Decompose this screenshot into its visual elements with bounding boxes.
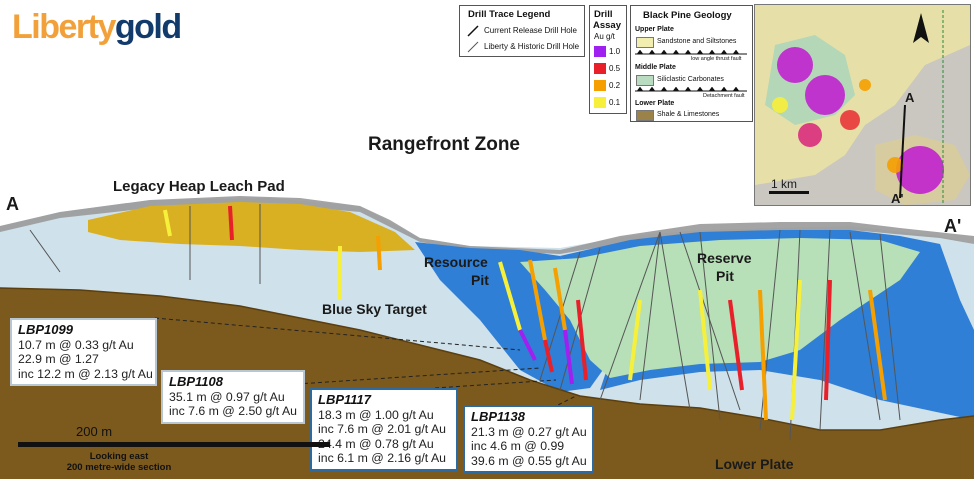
assay-swatch-0-2 bbox=[594, 80, 606, 91]
drill-traces-historic bbox=[29, 204, 901, 441]
assay-swatch-label: 0.5 bbox=[609, 64, 621, 73]
lower-plate-region bbox=[0, 288, 974, 479]
assay-legend-title-1: Drill bbox=[594, 9, 613, 20]
inset-section-end: A' bbox=[891, 191, 904, 206]
lower-plate-label: Lower Plate bbox=[715, 456, 794, 472]
scale-bar bbox=[18, 442, 330, 447]
blue-sky-target-label: Blue Sky Target bbox=[322, 301, 427, 317]
scale-note-line2: 200 metre-wide section bbox=[66, 462, 172, 473]
scale-note-line1: Looking east bbox=[89, 451, 149, 462]
intercept-line: 24.4 m @ 0.78 g/t Au bbox=[318, 436, 434, 451]
hole-id-lbp1108: LBP1108 bbox=[169, 374, 223, 389]
shale-swatch bbox=[636, 110, 654, 121]
hole-id-lbp1138: LBP1138 bbox=[471, 409, 525, 424]
geology-legend-title: Black Pine Geology bbox=[643, 10, 732, 21]
intercept-line: inc 12.2 m @ 2.13 g/t Au bbox=[18, 366, 153, 381]
drill-trace-legend-title: Drill Trace Legend bbox=[468, 9, 551, 20]
inset-section-start: A bbox=[905, 90, 915, 105]
geology-siliclastic: Siliclastic Carbonates bbox=[657, 76, 724, 83]
assay-legend-unit: Au g/t bbox=[594, 32, 615, 41]
intercept-line: 39.6 m @ 0.55 g/t Au bbox=[471, 453, 587, 468]
intercept-line: 21.3 m @ 0.27 g/t Au bbox=[471, 424, 587, 439]
intercept-line: inc 4.6 m @ 0.99 bbox=[471, 439, 565, 453]
inset-map-graphic bbox=[755, 5, 970, 205]
drill-assay-legend: Drill Assay Au g/t 1.0 0.5 0.2 0.1 bbox=[589, 5, 627, 114]
drill-trace-legend: Drill Trace Legend Current Release Drill… bbox=[459, 5, 585, 57]
geology-upper-plate: Upper Plate bbox=[635, 26, 674, 33]
geology-detachment-fault: Detachment fault bbox=[703, 93, 745, 99]
intercept-line: 18.3 m @ 1.00 g/t Au bbox=[318, 407, 434, 422]
topography-surface bbox=[0, 196, 974, 254]
legend-current-drill-hole: Current Release Drill Hole bbox=[484, 26, 577, 35]
zone-title: Rangefront Zone bbox=[368, 134, 520, 155]
assay-swatch-0-5 bbox=[594, 63, 606, 74]
assay-swatch-label: 0.1 bbox=[609, 98, 621, 107]
logo-text-liberty: Liberty bbox=[12, 8, 116, 46]
drill-assay-intervals bbox=[163, 205, 887, 421]
assay-swatch-label: 1.0 bbox=[609, 47, 621, 56]
geology-middle-plate: Middle Plate bbox=[635, 64, 676, 71]
reserve-pit-label-line2: Pit bbox=[716, 268, 734, 284]
heap-leach-pad bbox=[88, 202, 415, 252]
intercept-line: inc 7.6 m @ 2.01 g/t Au bbox=[318, 422, 447, 436]
logo-text-gold: gold bbox=[114, 8, 182, 46]
section-start-label: A bbox=[6, 194, 19, 214]
assay-swatch-label: 0.2 bbox=[609, 81, 621, 90]
north-arrow bbox=[913, 13, 929, 43]
inset-scale-label: 1 km bbox=[771, 177, 798, 191]
geology-shale: Shale & Limestones bbox=[657, 111, 720, 118]
section-end-label: A' bbox=[944, 216, 962, 236]
resource-pit-label-line1: Resource bbox=[424, 254, 488, 270]
intercept-line: inc 6.1 m @ 2.16 g/t Au bbox=[318, 451, 447, 465]
intercept-line: 10.7 m @ 0.33 g/t Au bbox=[18, 337, 134, 352]
assay-legend-title-2: Assay bbox=[593, 20, 621, 31]
intercept-leader-lines bbox=[154, 317, 577, 409]
intercept-line: 22.9 m @ 1.27 bbox=[18, 352, 99, 366]
siliclastic-swatch bbox=[636, 75, 654, 86]
low-angle-fault-symbol bbox=[635, 49, 747, 55]
detachment-fault-symbol bbox=[635, 86, 747, 92]
heap-leach-label: Legacy Heap Leach Pad bbox=[113, 178, 285, 195]
geology-legend: Black Pine Geology Upper Plate Sandstone… bbox=[630, 5, 753, 122]
resource-pit-label-line2: Pit bbox=[471, 272, 489, 288]
intercept-line: 35.1 m @ 0.97 g/t Au bbox=[169, 389, 285, 404]
intercept-box-lbp1117: LBP1117 18.3 m @ 1.00 g/t Au inc 7.6 m @… bbox=[310, 388, 458, 471]
libertygold-logo: Libertygold bbox=[12, 8, 182, 46]
reserve-pit-label-line1: Reserve bbox=[697, 250, 752, 266]
geology-lower-plate: Lower Plate bbox=[635, 100, 675, 107]
geology-low-angle-fault: low angle thrust fault bbox=[691, 56, 742, 62]
drill-trace-symbols bbox=[467, 25, 479, 53]
inset-location-map: A A' 1 km bbox=[754, 4, 971, 206]
scale-bar-label: 200 m bbox=[76, 424, 113, 439]
assay-swatch-0-1 bbox=[594, 97, 606, 108]
intercept-box-lbp1108: LBP1108 35.1 m @ 0.97 g/t Au inc 7.6 m @… bbox=[161, 370, 305, 424]
intercept-line: inc 7.6 m @ 2.50 g/t Au bbox=[169, 404, 298, 418]
hole-id-lbp1117: LBP1117 bbox=[318, 392, 371, 407]
inset-section-line bbox=[899, 104, 906, 199]
hole-id-lbp1099: LBP1099 bbox=[18, 322, 73, 337]
intercept-box-lbp1099: LBP1099 10.7 m @ 0.33 g/t Au 22.9 m @ 1.… bbox=[10, 318, 157, 386]
intercept-box-lbp1138: LBP1138 21.3 m @ 0.27 g/t Au inc 4.6 m @… bbox=[463, 405, 594, 473]
assay-swatch-1-0 bbox=[594, 46, 606, 57]
inset-drill-collars bbox=[772, 47, 944, 194]
detachment-fault bbox=[0, 287, 974, 431]
sandstone-swatch bbox=[636, 37, 654, 48]
geology-sandstone: Sandstone and Siltstones bbox=[657, 38, 737, 45]
legend-historic-drill-hole: Liberty & Historic Drill Hole bbox=[484, 42, 580, 51]
